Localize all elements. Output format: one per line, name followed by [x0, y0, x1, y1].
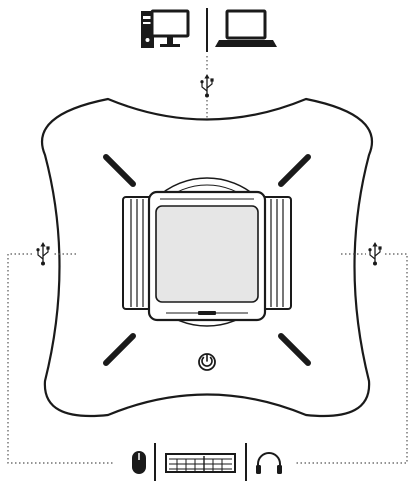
hub-slots	[103, 154, 311, 366]
desktop-computer-icon	[141, 9, 190, 48]
usb-icon	[366, 241, 384, 267]
power-icon[interactable]	[198, 353, 216, 371]
connection-line-left	[7, 253, 115, 464]
phone-dock-icon	[122, 190, 292, 322]
keyboard-icon	[165, 453, 236, 473]
laptop-icon	[215, 9, 277, 47]
mouse-icon	[132, 451, 146, 474]
headphones-icon	[256, 452, 282, 474]
usb-icon	[34, 241, 52, 267]
usb-icon	[199, 72, 215, 100]
